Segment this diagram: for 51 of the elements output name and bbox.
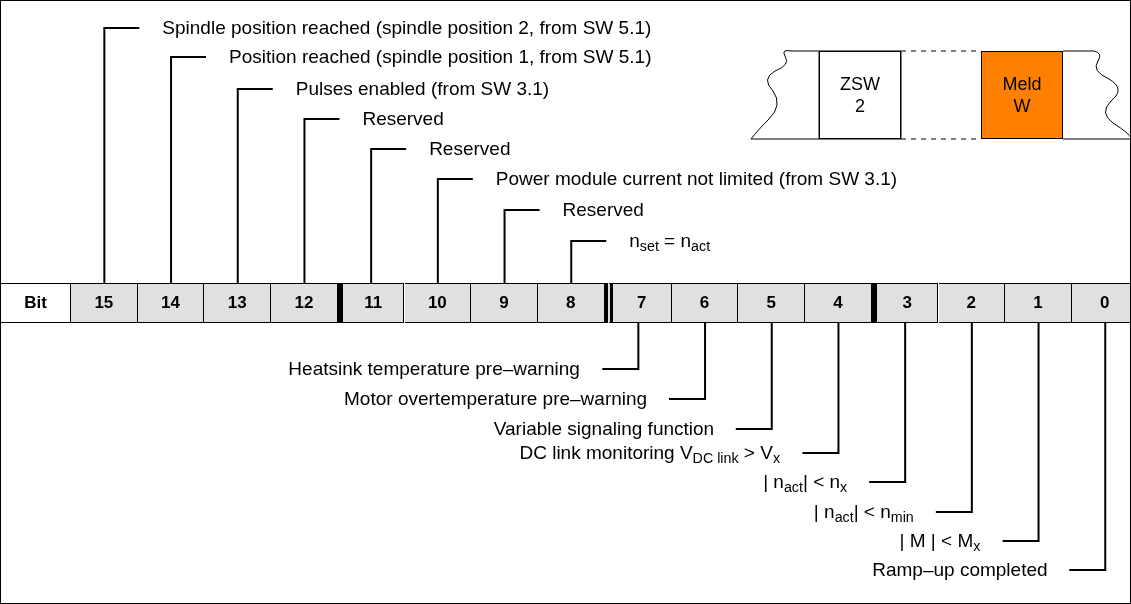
leader-line bbox=[370, 148, 408, 284]
bit-description: Variable signaling function bbox=[493, 416, 737, 442]
leader-line bbox=[1001, 322, 1040, 542]
bit-description: Power module current not limited (from SW 3.1) bbox=[472, 166, 898, 192]
bit-description: Reserved bbox=[406, 136, 511, 162]
leader-line bbox=[236, 88, 274, 284]
table-header-cell: Bit bbox=[1, 283, 71, 323]
bit-description: | n$_{act}$| < n$_{x}$ bbox=[763, 469, 870, 495]
bit-description: | n$_{act}$| < n$_{min}$ bbox=[813, 499, 936, 525]
leader-line bbox=[1068, 322, 1107, 571]
bit-number-cell: 6 bbox=[671, 283, 739, 323]
bit-number-cell: 0 bbox=[1071, 283, 1130, 323]
leader-line bbox=[668, 322, 707, 400]
leader-line bbox=[503, 209, 541, 284]
bit-number-cell: 12 bbox=[271, 283, 338, 323]
leader-line bbox=[303, 118, 341, 284]
bit-description: Spindle position reached (spindle position 2, from SW 5.1) bbox=[139, 15, 652, 41]
bit-description: DC link monitoring V$_{DC link}$ > V$_{x}$ bbox=[519, 440, 802, 466]
bit-description: Ramp–up completed bbox=[872, 557, 1070, 583]
bit-number-cell: 9 bbox=[471, 283, 538, 323]
bit-number-cell: 15 bbox=[71, 283, 138, 323]
bit-description: Pulses enabled (from SW 3.1) bbox=[272, 76, 550, 102]
bit-number-cell: 8 bbox=[537, 283, 605, 323]
leader-line bbox=[601, 322, 640, 370]
bit-number-cell: 5 bbox=[738, 283, 806, 323]
bit-number-cell: 2 bbox=[938, 283, 1006, 323]
bit-description: n$_{set}$ = n$_{act}$ bbox=[606, 228, 711, 254]
bit-number-cell: 14 bbox=[137, 283, 205, 323]
leader-line bbox=[801, 322, 840, 454]
leader-line bbox=[570, 240, 608, 284]
bit-number-cell: 11 bbox=[337, 283, 405, 323]
leader-line bbox=[868, 322, 907, 483]
bit-number-cell: 7 bbox=[605, 283, 672, 323]
bit-number-cell: 4 bbox=[805, 283, 872, 323]
leader-line bbox=[934, 322, 973, 513]
bit-number-cell: 3 bbox=[871, 283, 939, 323]
leader-line bbox=[170, 56, 208, 284]
bit-description: Heatsink temperature pre–warning bbox=[288, 356, 602, 382]
leader-line bbox=[103, 27, 141, 284]
bit-description: Position reached (spindle position 1, from SW 5.1) bbox=[206, 44, 652, 70]
leader-line bbox=[734, 322, 773, 430]
bit-description: Motor overtemperature pre–warning bbox=[344, 386, 670, 412]
leader-line bbox=[436, 178, 474, 284]
bit-number-cell: 1 bbox=[1005, 283, 1072, 323]
bit-description: Reserved bbox=[339, 106, 444, 132]
telegram-word-field: Meld W bbox=[981, 51, 1063, 139]
bit-description: | M | < M$_{x}$ bbox=[899, 528, 1003, 554]
bit-number-cell: 13 bbox=[204, 283, 272, 323]
bit-number-cell: 10 bbox=[404, 283, 472, 323]
bit-description: Reserved bbox=[539, 197, 644, 223]
telegram-word-field: ZSW 2 bbox=[819, 51, 901, 139]
